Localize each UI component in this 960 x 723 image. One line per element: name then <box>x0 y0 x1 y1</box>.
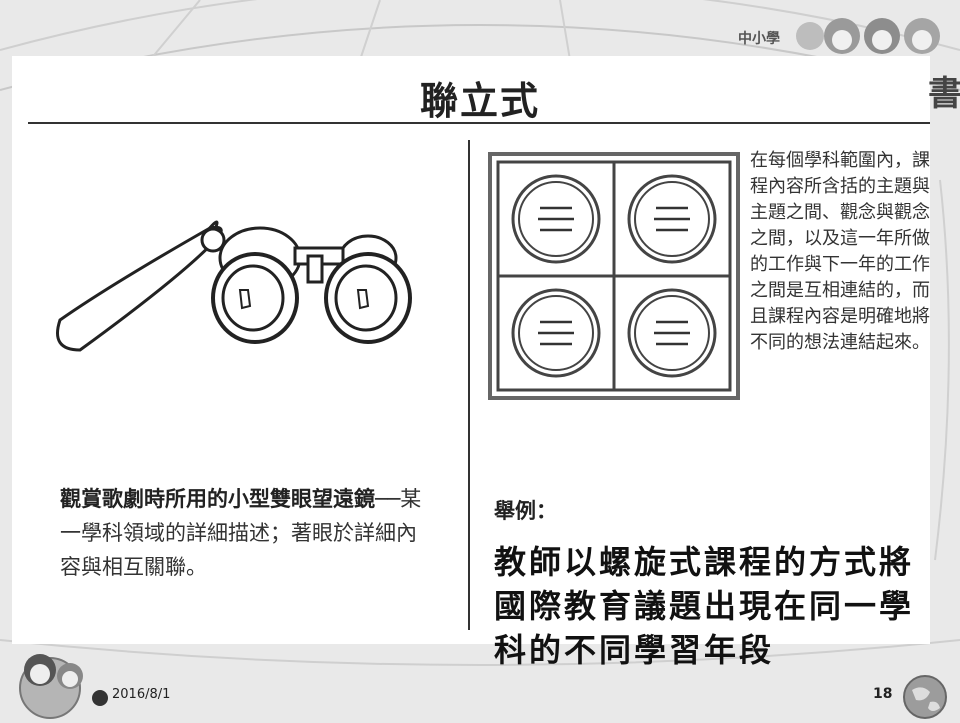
binoculars-caption: 觀賞歌劇時所用的小型雙眼望遠鏡──某一學科領域的詳細描述；著眼於詳細內容與相互關… <box>60 482 432 584</box>
circle-icon <box>511 288 601 378</box>
brand-label-2: 書 <box>928 74 960 114</box>
kids-logo-icon <box>796 18 940 54</box>
circle-icon <box>627 288 717 378</box>
connected-model-diagram <box>488 152 740 400</box>
circle-icon <box>627 174 717 264</box>
example-label: 舉例： <box>494 499 557 523</box>
kids-globe-logo-icon <box>19 654 108 719</box>
page-number: 18 <box>873 686 893 702</box>
slide-title: 聯立式 <box>419 79 540 123</box>
circle-icon <box>511 174 601 264</box>
slide-date: 2016/8/1 <box>112 687 171 702</box>
example-text: 教師以螺旋式課程的方式將國際教育議題出現在同一學科的不同學習年段 <box>494 543 915 669</box>
caption-bold: 觀賞歌劇時所用的小型雙眼望遠鏡 <box>60 487 375 511</box>
opera-binoculars-illustration <box>56 220 412 352</box>
caption-rest: ──某一學科領域的詳細描述；著眼於詳細內容與相互關聯。 <box>60 487 422 579</box>
title-divider <box>28 122 930 124</box>
connected-description: 在每個學科範圍內，課程內容所含括的主題與主題之間、觀念與觀念之間，以及這一年所做… <box>750 150 930 353</box>
globe-icon <box>903 675 947 719</box>
brand-label: 中小學 <box>738 31 780 47</box>
content-panel <box>12 56 930 644</box>
column-divider <box>468 140 470 630</box>
